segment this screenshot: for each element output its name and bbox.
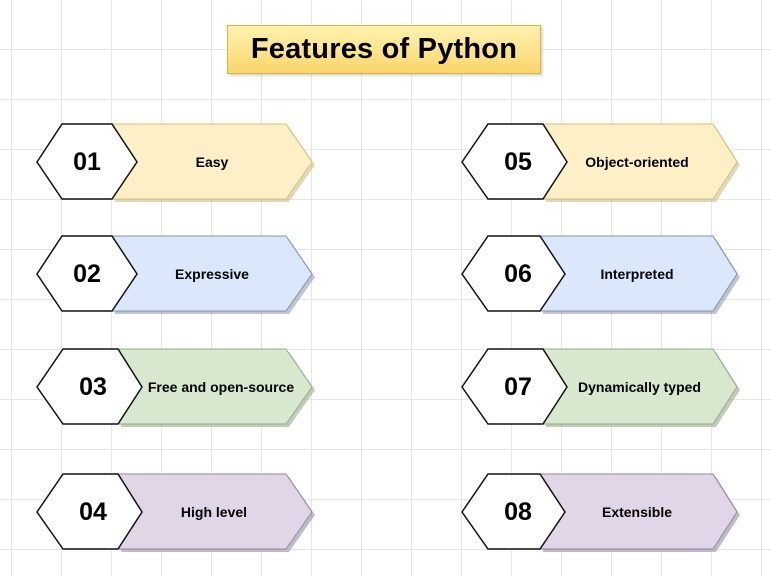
- feature-05: 05 Object-oriented: [461, 123, 751, 208]
- feature-number: 01: [73, 147, 101, 176]
- feature-label: Expressive: [175, 266, 249, 282]
- feature-number: 02: [73, 259, 101, 288]
- feature-number: 07: [504, 372, 532, 401]
- feature-shape: [36, 473, 315, 552]
- feature-shape: [461, 123, 740, 202]
- feature-label: High level: [180, 504, 248, 520]
- feature-04: 04 High level: [36, 473, 326, 558]
- feature-01: 01 Easy: [36, 123, 326, 208]
- feature-label: Easy: [195, 154, 229, 170]
- feature-number: 04: [79, 497, 107, 526]
- feature-number: 05: [504, 147, 532, 176]
- diagram-title: Features of Python: [250, 33, 518, 65]
- feature-03: 03 Free and open-source: [36, 348, 326, 433]
- feature-label: Free and open-source: [147, 379, 295, 395]
- feature-label: Dynamically typed: [578, 379, 701, 395]
- feature-shape: [36, 235, 315, 314]
- feature-shape: [36, 348, 315, 427]
- feature-shape: [461, 348, 740, 427]
- feature-number: 06: [504, 259, 532, 288]
- feature-shape: [461, 235, 740, 314]
- feature-number: 03: [79, 372, 107, 401]
- feature-label: Object-oriented: [585, 154, 689, 170]
- feature-shape: [36, 123, 315, 202]
- feature-08: 08 Extensible: [461, 473, 751, 558]
- title-box: Features of Python: [227, 25, 541, 74]
- feature-shape: [461, 473, 740, 552]
- feature-label: Extensible: [601, 504, 673, 520]
- feature-label: Interpreted: [600, 266, 674, 282]
- feature-06: 06 Interpreted: [461, 235, 751, 320]
- feature-number: 08: [504, 497, 532, 526]
- feature-02: 02 Expressive: [36, 235, 326, 320]
- feature-07: 07 Dynamically typed: [461, 348, 751, 433]
